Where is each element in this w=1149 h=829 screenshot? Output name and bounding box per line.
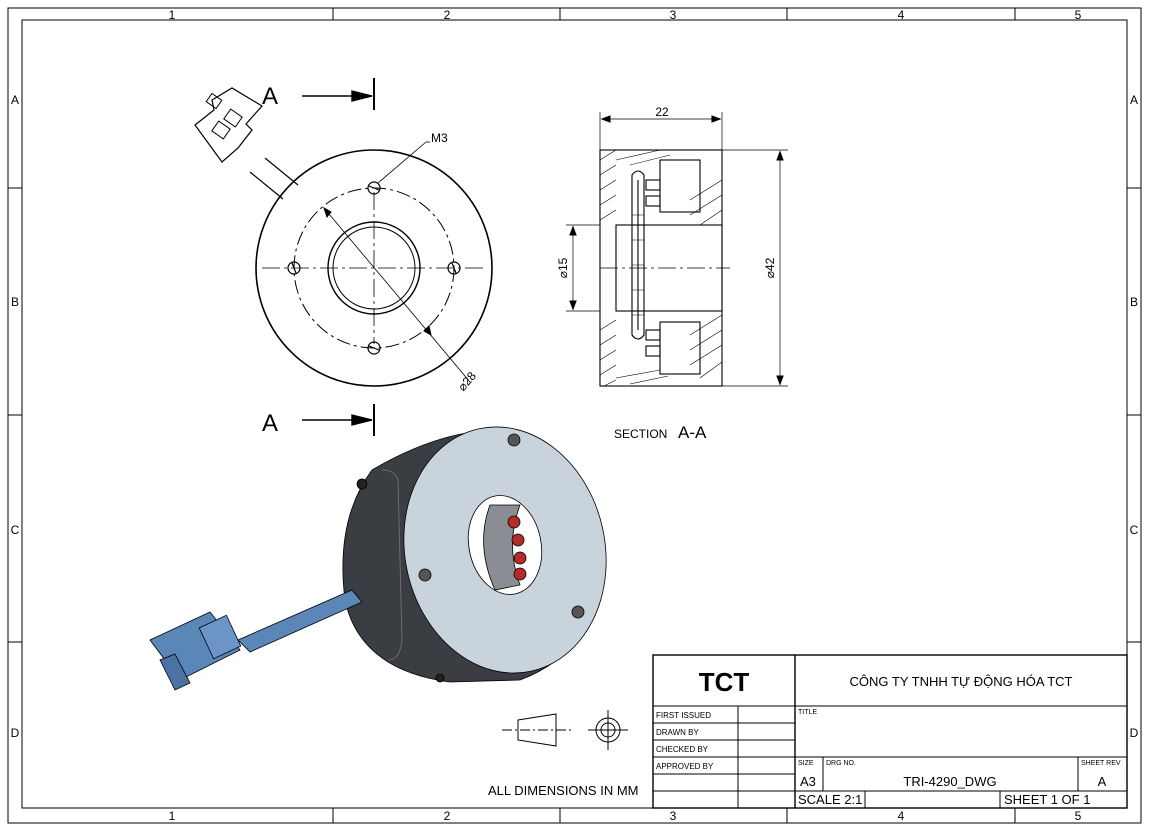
approved-by-label: APPROVED BY (656, 762, 714, 771)
outer-dimension: ⌀42 (763, 257, 777, 278)
title-label: TITLE (798, 709, 817, 716)
sheet-size: A3 (800, 774, 816, 789)
checked-by-label: CHECKED BY (656, 745, 709, 754)
column-label: 1 (169, 809, 176, 823)
company-name: CÔNG TY TNHH TỰ ĐỘNG HÓA TCT (850, 674, 1073, 689)
column-label: 2 (444, 809, 451, 823)
section-marker-top: A (262, 83, 278, 110)
section-label-prefix: SECTION (614, 427, 667, 441)
bolt-circle-dimension: ⌀28 (455, 369, 479, 394)
row-label: A (1130, 93, 1138, 107)
title-block (652, 654, 1128, 809)
row-label: D (1130, 726, 1139, 740)
units-note: ALL DIMENSIONS IN MM (488, 783, 638, 798)
drg-no-label: DRG NO. (826, 760, 856, 767)
section-marker-bottom: A (262, 410, 278, 437)
section-label-name: A-A (678, 423, 707, 442)
thread-callout: M3 (431, 131, 448, 145)
column-label: 5 (1075, 809, 1082, 823)
cable-and-connector (149, 589, 363, 691)
width-dimension: 22 (655, 105, 669, 119)
row-label: A (11, 93, 19, 107)
hatch (599, 149, 723, 387)
column-label: 4 (898, 809, 905, 823)
isometric-view (149, 426, 607, 691)
front-view (194, 78, 493, 436)
row-label: C (1130, 523, 1139, 537)
column-label: 5 (1075, 8, 1082, 22)
sheet-frame (7, 7, 1142, 824)
column-label: 1 (169, 8, 176, 22)
sheet-number: SHEET 1 OF 1 (1004, 792, 1090, 807)
pin-heads (507, 515, 527, 581)
column-label: 3 (670, 809, 677, 823)
row-label: C (11, 523, 20, 537)
bore-dimension: ⌀15 (556, 257, 570, 278)
sheet-revision: A (1098, 774, 1107, 789)
screw-holes (287, 181, 461, 355)
row-label: B (11, 295, 19, 309)
section-view (566, 112, 788, 387)
drawn-by-label: DRAWN BY (656, 728, 699, 737)
scale: SCALE 2:1 (798, 792, 862, 807)
projection-symbol (502, 710, 628, 750)
drawing-number: TRI-4290_DWG (903, 774, 996, 789)
company-logo: TCT (699, 667, 750, 697)
sheet-rev-label: SHEET REV (1081, 760, 1121, 767)
row-label: D (11, 726, 20, 740)
column-label: 4 (898, 8, 905, 22)
section-cut-marks (302, 78, 375, 436)
pins (631, 170, 661, 357)
column-label: 3 (670, 8, 677, 22)
column-label: 2 (444, 8, 451, 22)
first-issued-label: FIRST ISSUED (656, 711, 711, 720)
row-label: B (1130, 295, 1138, 309)
size-label: SIZE (798, 760, 814, 767)
connector-outline (194, 87, 299, 200)
